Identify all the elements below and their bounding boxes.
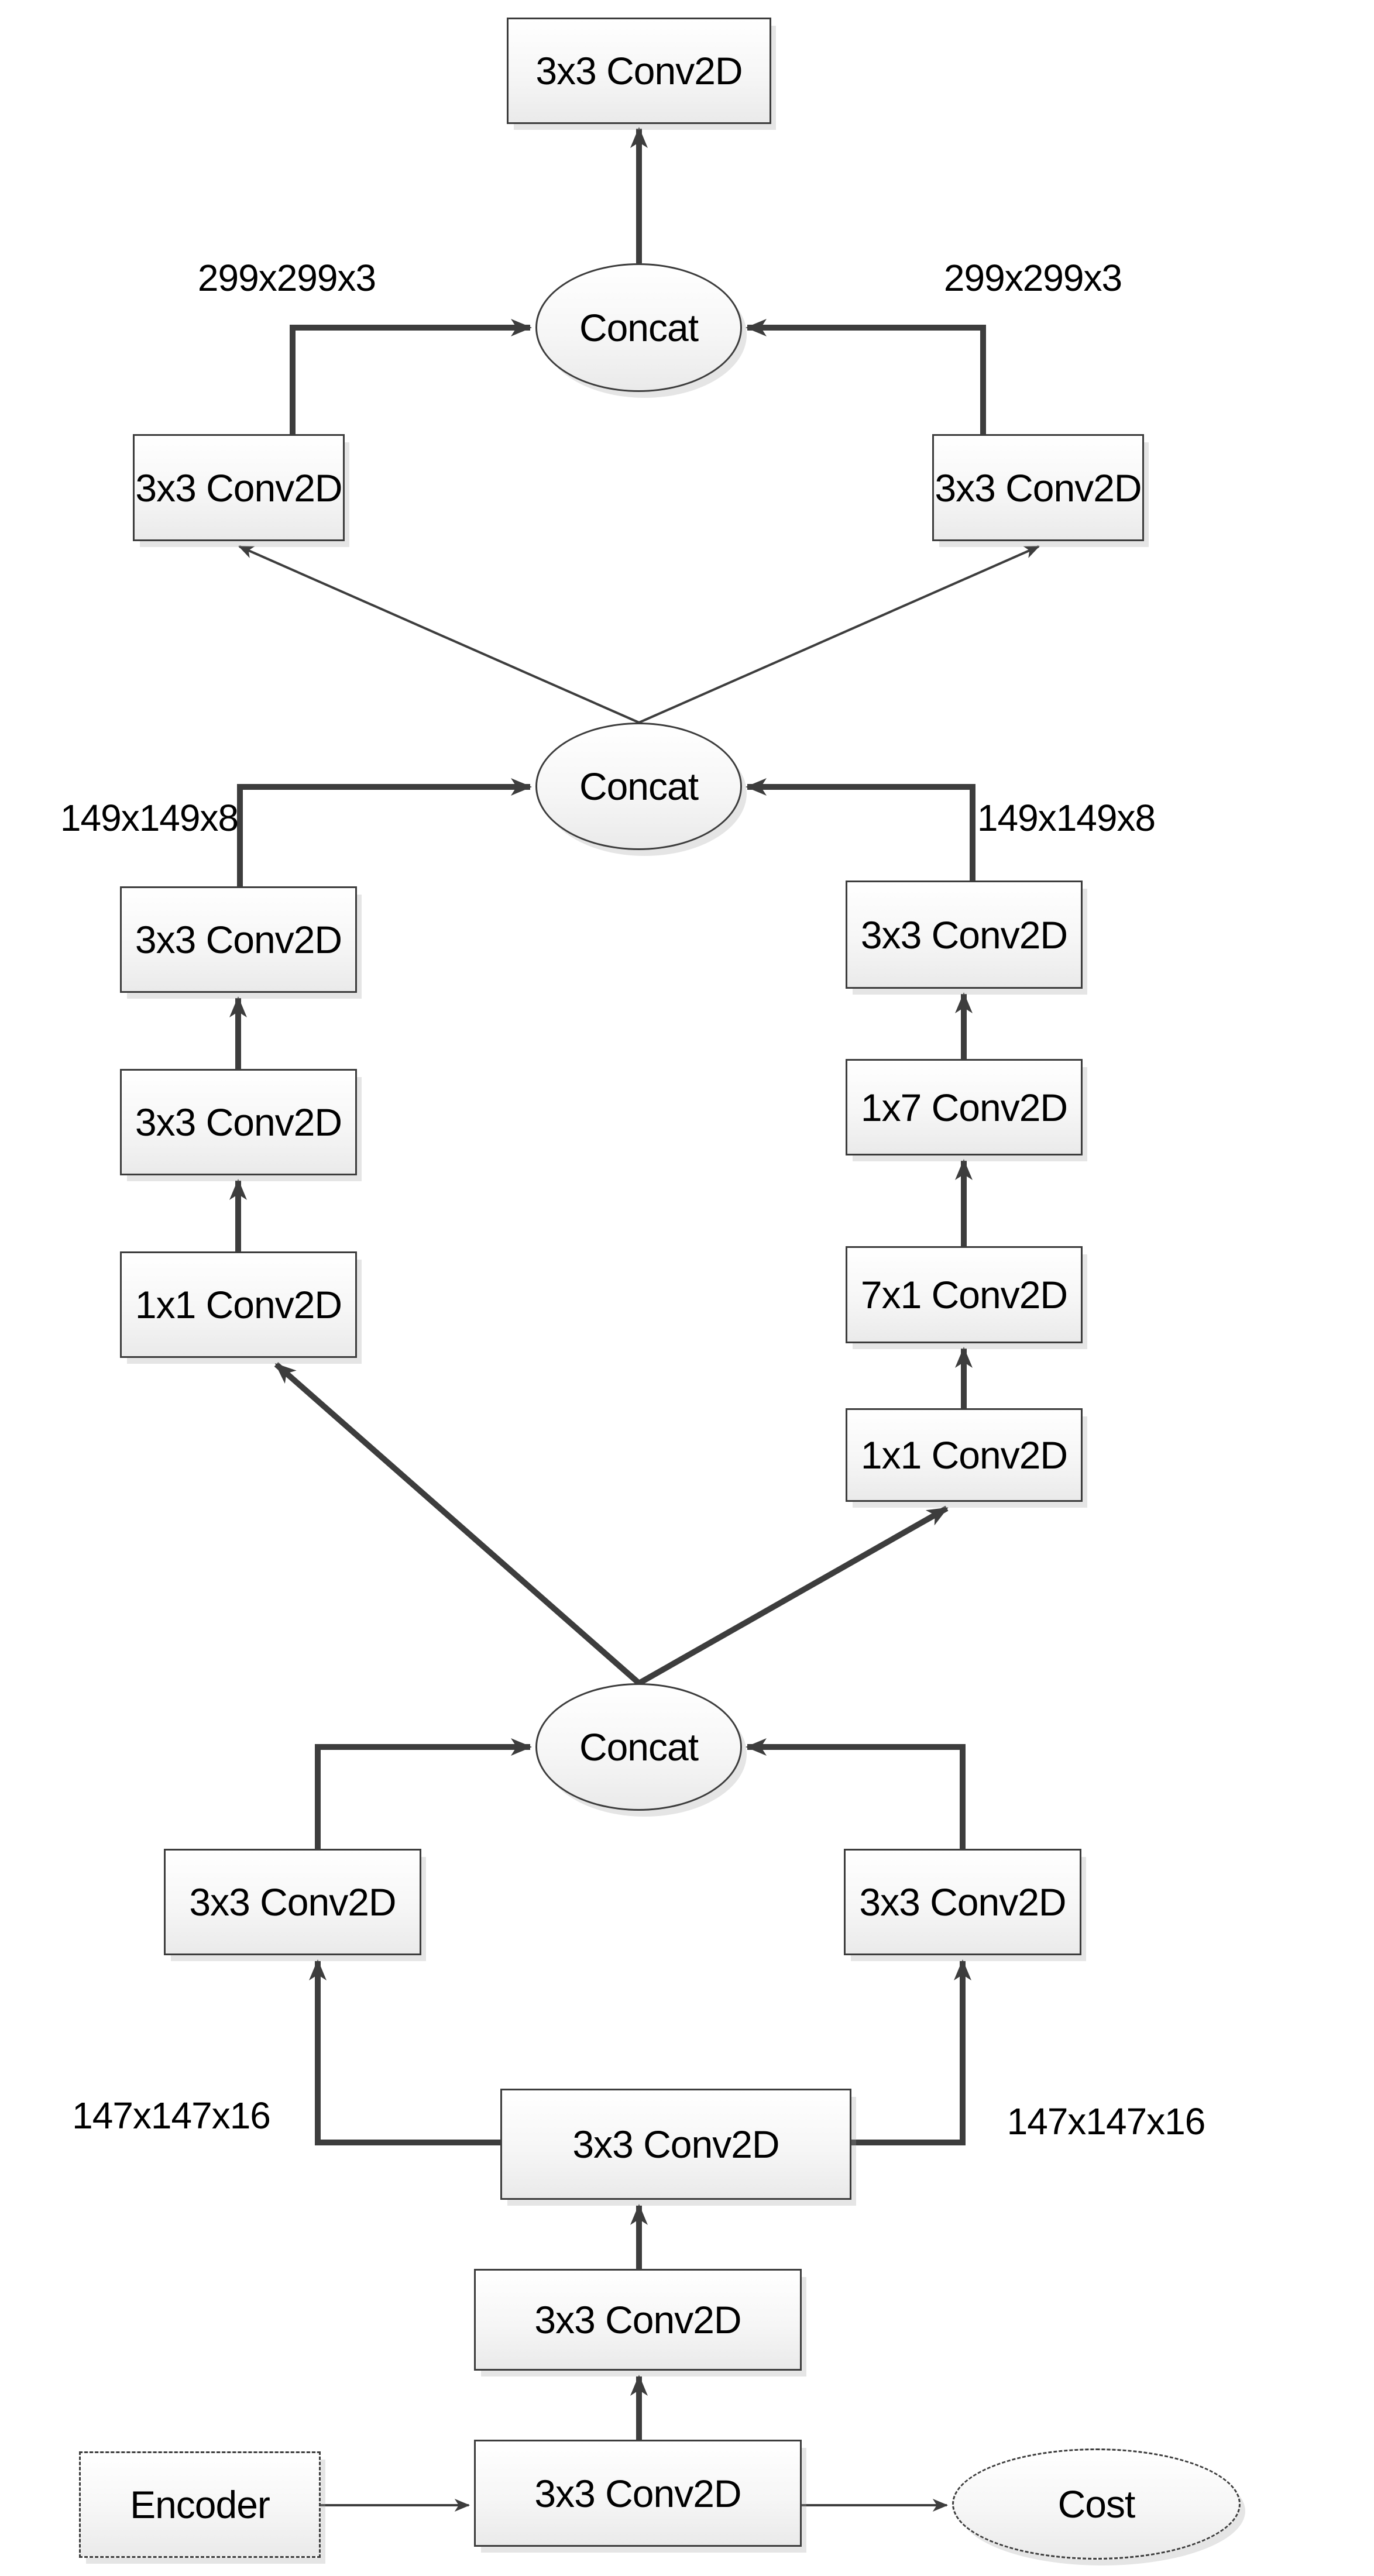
concat-ellipse-2: Concat bbox=[535, 723, 742, 850]
dim-label-149-right: 149x149x8 bbox=[977, 797, 1156, 839]
edge-s1left-to-concat1 bbox=[290, 319, 532, 434]
conv2d-box-s2-right-1: 3x3 Conv2D bbox=[846, 881, 1083, 989]
conv2d-box-s2-right-4: 1x1 Conv2D bbox=[846, 1408, 1083, 1502]
dim-label-147-left: 147x147x16 bbox=[72, 2094, 271, 2137]
dim-label-147-right: 147x147x16 bbox=[1007, 2100, 1206, 2142]
edge-s3left-to-concat3 bbox=[315, 1738, 532, 1849]
conv2d-box-s3-left: 3x3 Conv2D bbox=[164, 1849, 421, 1955]
conv2d-box-mid: 3x3 Conv2D bbox=[474, 2269, 802, 2371]
edge-s1right-to-concat1 bbox=[746, 319, 986, 434]
edge-s3right-to-concat3 bbox=[746, 1738, 966, 1849]
edge-concat3-to-s2right4 bbox=[637, 1505, 949, 1686]
conv2d-box-s1-right: 3x3 Conv2D bbox=[932, 434, 1144, 541]
edge-center-to-s3right bbox=[851, 1959, 971, 2145]
conv2d-box-s2-left-1: 3x3 Conv2D bbox=[120, 886, 357, 993]
concat-ellipse-3: Concat bbox=[535, 1683, 742, 1811]
dim-label-149-left: 149x149x8 bbox=[60, 797, 239, 839]
cost-ellipse: Cost bbox=[952, 2448, 1241, 2560]
edge-concat2-to-s1right bbox=[638, 545, 1040, 724]
conv2d-box-s2-right-3: 7x1 Conv2D bbox=[846, 1246, 1083, 1343]
edge-center-to-s3left bbox=[309, 1959, 500, 2145]
edge-concat3-to-s2left3 bbox=[274, 1362, 641, 1686]
conv2d-box-center: 3x3 Conv2D bbox=[500, 2089, 851, 2200]
conv2d-box-s1-left: 3x3 Conv2D bbox=[133, 434, 345, 541]
encoder-box: Encoder bbox=[79, 2451, 321, 2558]
conv2d-box-bottom: 3x3 Conv2D bbox=[474, 2440, 802, 2547]
edge-s2right1-to-concat2 bbox=[746, 778, 975, 881]
edge-s2left1-to-concat2 bbox=[237, 778, 532, 886]
conv2d-box-output: 3x3 Conv2D bbox=[507, 18, 771, 124]
edge-concat2-to-s1left bbox=[238, 545, 640, 724]
dim-label-299-left: 299x299x3 bbox=[197, 256, 376, 299]
conv2d-box-s3-right: 3x3 Conv2D bbox=[844, 1849, 1081, 1955]
conv2d-box-s2-left-2: 3x3 Conv2D bbox=[120, 1069, 357, 1175]
dim-label-299-right: 299x299x3 bbox=[943, 256, 1122, 299]
conv2d-box-s2-right-2: 1x7 Conv2D bbox=[846, 1059, 1083, 1155]
conv2d-box-s2-left-3: 1x1 Conv2D bbox=[120, 1251, 357, 1358]
concat-ellipse-1: Concat bbox=[535, 263, 742, 392]
